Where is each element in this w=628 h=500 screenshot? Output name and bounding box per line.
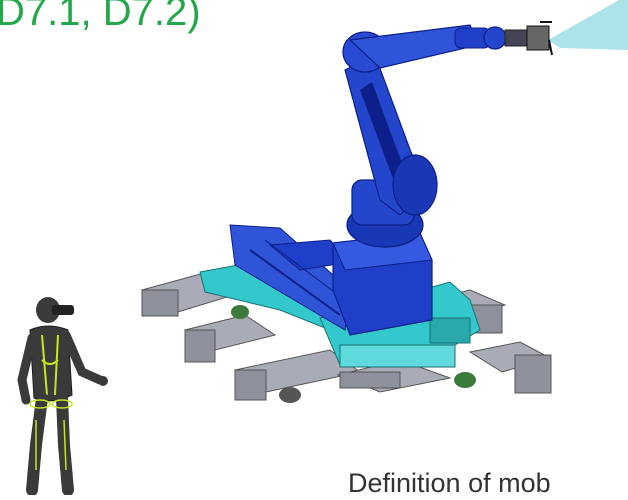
- human-operator-vr-headset-icon: [17, 297, 108, 495]
- robot-pedestal: [332, 232, 433, 336]
- sensor-beam: [548, 0, 628, 50]
- industrial-robot-arm-icon: [342, 21, 553, 248]
- caption-fragment: Definition of mob: [348, 468, 551, 498]
- rail-platform: [229, 224, 351, 331]
- title-fragment: D7.1, D7.2): [0, 0, 201, 34]
